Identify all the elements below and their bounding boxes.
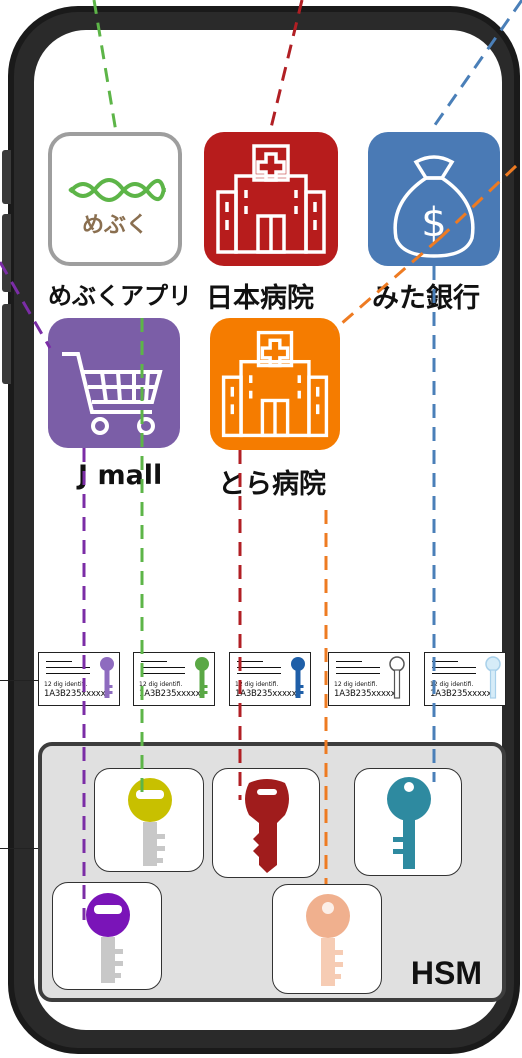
- key-slot-red: [212, 768, 320, 878]
- identifier-card: 12 dig identifi. 1A3B235xxxxx: [229, 652, 311, 706]
- app-label-jmall: J mall: [78, 460, 163, 491]
- phone-volume-up-button: [2, 214, 11, 292]
- identifier-card: 12 dig identifi. 1A3B235xxxxx: [424, 652, 506, 706]
- hsm-leader-line: [0, 848, 38, 849]
- hospital-icon: [216, 144, 326, 254]
- key-slot-purple: [52, 882, 162, 990]
- app-label-mita-bank: みた銀行: [372, 283, 480, 314]
- card-leader-line: [0, 680, 38, 681]
- megumi-wave-icon: めぶく: [48, 132, 182, 266]
- hsm-label: HSM: [410, 955, 482, 991]
- key-purple-icon: [86, 893, 130, 983]
- nihon-hospital-app-icon[interactable]: [204, 132, 338, 266]
- svg-text:$: $: [421, 200, 446, 246]
- shopping-cart-icon: [62, 352, 163, 435]
- key-icon: [389, 656, 405, 699]
- identifier-card: 12 dig identifi. 1A3B235xxxxx: [38, 652, 120, 706]
- key-teal-icon: [387, 777, 431, 869]
- key-icon: [485, 656, 501, 699]
- mita-bank-app-icon[interactable]: $: [368, 132, 500, 266]
- key-icon: [291, 657, 305, 698]
- app-label-megumi: めぶくアプリ: [48, 282, 192, 310]
- key-icon: [195, 657, 209, 698]
- identifier-card: 12 dig identifi. 1A3B235xxxxx: [133, 652, 215, 706]
- hospital-icon: [221, 330, 329, 438]
- tora-hospital-app-icon[interactable]: [210, 318, 340, 450]
- money-bag-icon: $: [393, 155, 475, 258]
- key-slot-yellow: [94, 768, 204, 872]
- app-label-nihon-hospital: 日本病院: [206, 283, 314, 314]
- identifier-card: 12 dig identifi. 1A3B235xxxxx: [328, 652, 410, 706]
- key-slot-peach: [272, 884, 382, 994]
- key-red-icon: [245, 779, 289, 873]
- key-icon: [100, 657, 114, 698]
- key-slot-teal: [354, 768, 462, 876]
- svg-text:めぶく: めぶく: [82, 213, 148, 238]
- phone-volume-down-button: [2, 304, 11, 384]
- megumi-app-icon[interactable]: めぶく: [48, 132, 182, 266]
- key-yellow-icon: [128, 778, 172, 866]
- phone-side-button: [2, 150, 11, 204]
- app-label-tora-hospital: とら病院: [218, 469, 326, 500]
- key-peach-icon: [306, 894, 350, 986]
- jmall-app-icon[interactable]: [48, 318, 180, 448]
